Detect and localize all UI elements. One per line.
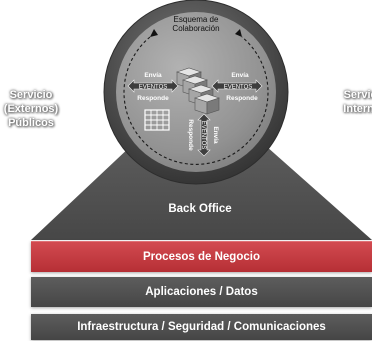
orbit-arrow-left	[150, 29, 158, 37]
right-arrow-responde: Responde	[226, 95, 258, 102]
left-event-arrow: Envía EVENTOS Responde	[127, 72, 179, 102]
right-event-arrow: Envía EVENTOS Responde	[211, 72, 263, 102]
grid-table-icon	[144, 109, 170, 131]
bottom-arrow-envia: Envía	[212, 126, 219, 144]
left-arrow-responde: Responde	[137, 95, 169, 102]
left-service-line2: (Externos)	[3, 103, 59, 115]
layer-procesos-de-negocio: Procesos de Negocio	[31, 241, 372, 272]
bottom-event-arrow: EVENTOS Envía Responde	[187, 113, 219, 157]
event-cube-stack-icon	[176, 67, 220, 115]
layer-aplicaciones-datos: Aplicaciones / Datos	[31, 277, 372, 307]
layer-aplicaciones-label: Aplicaciones / Datos	[145, 286, 258, 298]
left-arrow-envia: Envía	[144, 72, 162, 79]
back-office-label: Back Office	[168, 203, 232, 215]
esquema-label-line2: Colaboración	[172, 24, 219, 33]
right-service-line1: Servicio	[343, 89, 372, 101]
esquema-label-line1: Esquema de	[174, 15, 219, 24]
left-arrow-eventos: EVENTOS	[139, 85, 168, 91]
external-public-service-label: Servicio (Externos) Públicos	[0, 88, 62, 130]
bottom-arrow-responde: Responde	[187, 119, 194, 151]
orbit-arrow-right	[235, 29, 242, 37]
back-office-trapezoid	[31, 130, 372, 240]
right-arrow-eventos: EVENTOS	[224, 85, 253, 91]
internal-service-label: Servicio Internos	[325, 88, 372, 116]
layer-infraestructura-label: Infraestructura / Seguridad / Comunicaci…	[77, 321, 326, 333]
layer-infraestructura: Infraestructura / Seguridad / Comunicaci…	[31, 314, 372, 340]
left-service-line1: Servicio	[9, 89, 53, 101]
layer-procesos-label: Procesos de Negocio	[143, 251, 260, 263]
bottom-arrow-eventos: EVENTOS	[200, 121, 206, 150]
right-arrow-envia: Envía	[231, 72, 249, 79]
left-service-line3: Públicos	[8, 117, 54, 129]
dashed-orbit	[123, 36, 269, 165]
right-service-line2: Internos	[343, 103, 372, 115]
